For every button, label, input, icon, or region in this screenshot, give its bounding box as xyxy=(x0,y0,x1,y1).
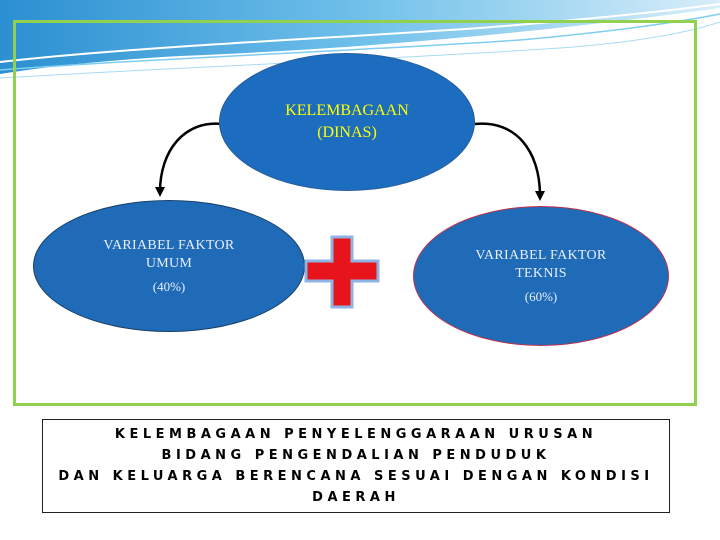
node-kelembagaan-title: KELEMBAGAAN xyxy=(285,102,409,119)
node-faktor-teknis-percent: (60%) xyxy=(524,289,558,304)
node-faktor-umum-line2: UMUM xyxy=(145,256,193,271)
diagram-frame xyxy=(13,20,697,406)
node-kelembagaan-subtitle: (DINAS) xyxy=(317,124,377,141)
node-faktor-umum-percent: (40%) xyxy=(152,279,186,294)
node-faktor-teknis: VARIABEL FAKTOR TEKNIS (60%) xyxy=(413,206,669,346)
arrow-left-icon xyxy=(155,122,223,197)
node-kelembagaan: KELEMBAGAAN (DINAS) xyxy=(219,53,475,191)
node-faktor-teknis-line2: TEKNIS xyxy=(515,266,567,281)
top-wave-decoration xyxy=(0,0,720,79)
caption-line-4: DAERAH xyxy=(312,490,400,505)
caption-line-1: KELEMBAGAAN PENYELENGGARAAN URUSAN xyxy=(114,427,598,442)
caption-line-3: DAN KELUARGA BERENCANA SESUAI DENGAN KON… xyxy=(58,469,654,484)
caption-box: KELEMBAGAAN PENYELENGGARAAN URUSAN BIDAN… xyxy=(42,419,670,513)
plus-icon xyxy=(304,235,380,309)
caption-line-2: BIDANG PENGENDALIAN PENDUDUK xyxy=(161,448,551,463)
arrow-right-icon xyxy=(474,122,545,201)
node-faktor-umum-line1: VARIABEL FAKTOR xyxy=(103,238,235,253)
node-faktor-teknis-line1: VARIABEL FAKTOR xyxy=(475,248,607,263)
node-faktor-umum: VARIABEL FAKTOR UMUM (40%) xyxy=(33,200,305,332)
